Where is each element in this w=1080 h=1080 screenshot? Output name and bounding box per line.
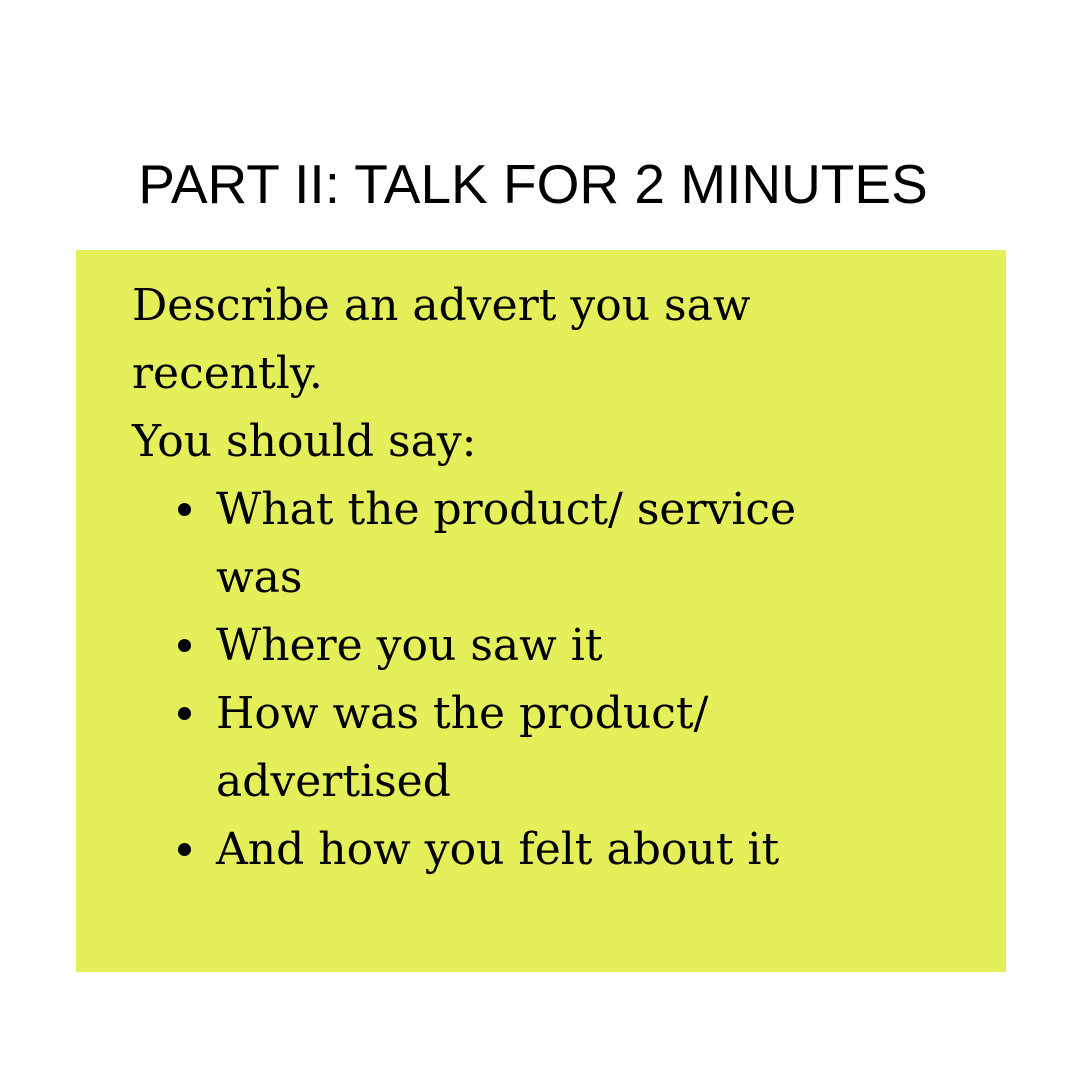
list-item: What the product/ service was [132,476,816,612]
bullet-icon [178,843,191,856]
page-title: PART II: TALK FOR 2 MINUTES [138,153,928,215]
cue-card-content: Describe an advert you saw recently. You… [132,272,992,884]
list-item-text: How was the product/ advertised [216,688,709,807]
bullet-list: What the product/ service was Where you … [132,476,992,884]
lead-in-text: You should say: [132,416,477,467]
list-item-text: And how you felt about it [216,824,780,875]
cue-card: Describe an advert you saw recently. You… [76,250,1006,972]
list-item: How was the product/ advertised [132,680,816,816]
task-prompt: Describe an advert you saw recently. [132,280,751,399]
bullet-icon [178,639,191,652]
list-item-text: What the product/ service was [216,484,797,603]
bullet-icon [178,707,191,720]
list-item-text: Where you saw it [216,620,603,671]
list-item: And how you felt about it [132,816,816,884]
bullet-icon [178,503,191,516]
list-item: Where you saw it [132,612,816,680]
